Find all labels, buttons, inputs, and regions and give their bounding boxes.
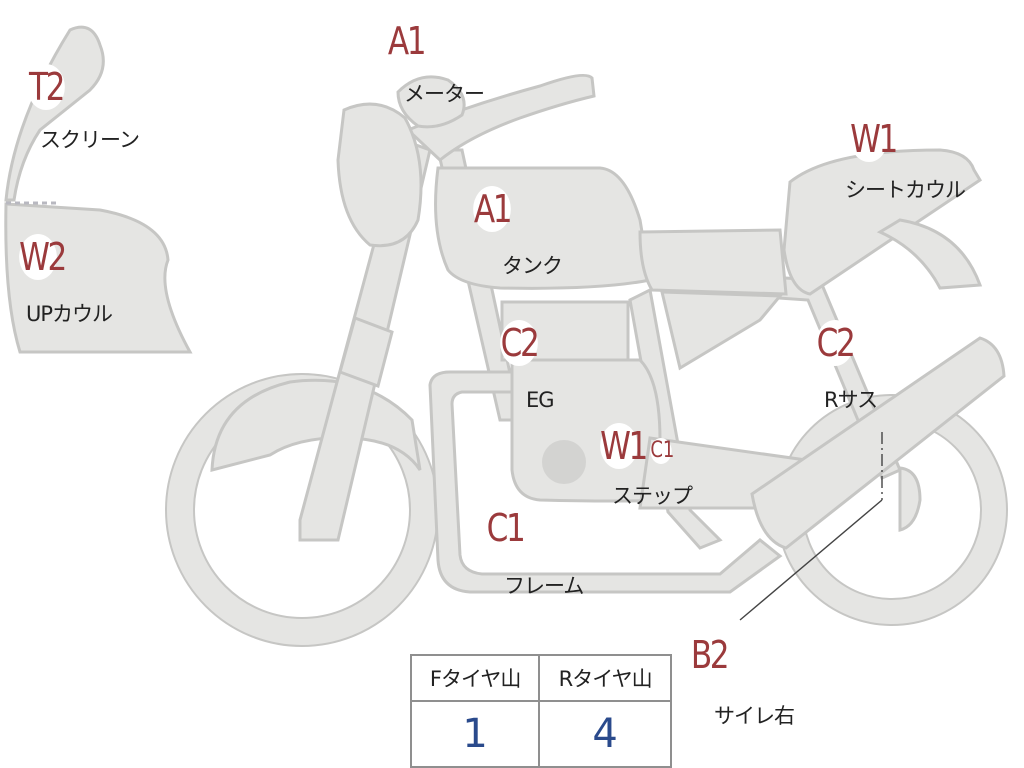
tire-tread-table: Fタイヤ山 Rタイヤ山 1 4 (409, 654, 672, 768)
meter-label: メーター (404, 82, 485, 106)
muffler-label: サイレ右 (714, 704, 795, 728)
engine-label: EG (526, 388, 555, 412)
muffler-end (898, 466, 922, 532)
seatcowl-label: シートカウル (845, 178, 966, 202)
rsus-label: Rサス (824, 388, 878, 412)
front-tire-value: 1 (409, 700, 541, 768)
tank-code-badge: A1 (473, 186, 513, 232)
frame-code-badge: C1 (486, 505, 526, 551)
engine-code-badge: C2 (500, 320, 540, 366)
windscreen (4, 25, 105, 202)
meter-code-badge: A1 (387, 18, 427, 64)
tail-fender (876, 218, 983, 290)
rsus-code-badge: C2 (816, 320, 856, 366)
rear-tire-value: 4 (538, 700, 672, 768)
fork-clamp (338, 316, 394, 388)
front-tire-header: Fタイヤ山 (409, 654, 541, 702)
frame-label: フレーム (504, 574, 584, 598)
table-header-row: Fタイヤ山 Rタイヤ山 (409, 654, 672, 702)
upcowl-code-badge: W2 (19, 234, 67, 280)
screen-label: スクリーン (40, 128, 140, 152)
muffler (750, 336, 1006, 550)
step-subcode-badge: C1 (650, 438, 675, 464)
engine-cover (542, 440, 586, 484)
step-label: ステップ (612, 484, 693, 508)
meter-body (396, 75, 466, 129)
rear-tire-header: Rタイヤ山 (538, 654, 672, 702)
side-cover (660, 290, 784, 371)
frame-lower-loop (428, 370, 783, 594)
upcowl-label: UPカウル (26, 302, 113, 326)
handlebar (405, 73, 596, 162)
seatcowl-code-badge: W1 (850, 116, 898, 162)
muffler-leader-line (739, 499, 883, 621)
frame-rear-loop (628, 287, 723, 550)
step-code-badge: W1 (600, 423, 648, 469)
muffler-code-badge: B2 (690, 632, 730, 678)
headlight (336, 102, 423, 248)
tank-label: タンク (502, 254, 563, 278)
rear-seat (638, 228, 788, 296)
screen-code-badge: T2 (27, 64, 65, 110)
table-value-row: 1 4 (409, 700, 672, 768)
